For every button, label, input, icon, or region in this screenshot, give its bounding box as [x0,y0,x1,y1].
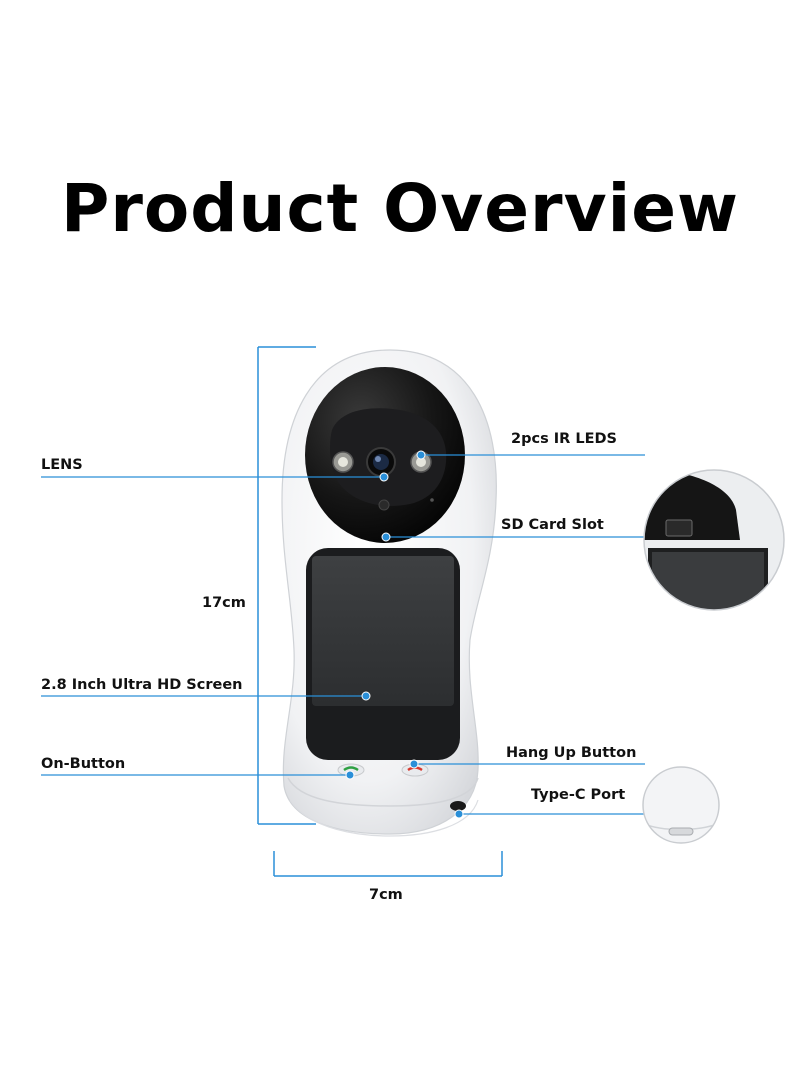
callout-screen [41,691,371,701]
callout-label-on-button: On-Button [41,756,126,772]
callout-type-c-port [454,809,645,819]
callout-label-screen: 2.8 Inch Ultra HD Screen [41,677,243,693]
callout-label-sd-card-slot: SD Card Slot [501,517,604,533]
camera-device [281,349,497,837]
callout-label-hang-up-button: Hang Up Button [506,745,637,761]
on-button-icon [337,763,365,777]
screen-icon [312,556,454,706]
height-dimension-bracket [257,346,316,825]
type-c-zoom-inset [642,766,720,844]
ir-led-icon [332,451,432,473]
sd-card-zoom-inset [643,469,785,611]
width-dimension-label: 7cm [369,887,403,903]
callout-ir-leds [416,450,645,460]
callout-sd-card-slot [381,532,645,542]
height-dimension-label: 17cm [202,595,246,611]
callout-hang-up-button [409,759,645,769]
page-title: Product Overview [61,170,739,247]
type-c-port-icon [450,801,466,811]
callout-on-button [41,770,355,780]
callout-label-lens: LENS [41,457,83,473]
callout-label-type-c-port: Type-C Port [531,787,626,803]
width-dimension-bracket [273,851,503,877]
lens-icon [366,447,396,477]
callout-label-ir-leds: 2pcs IR LEDS [511,431,617,447]
callout-lens [41,472,389,482]
